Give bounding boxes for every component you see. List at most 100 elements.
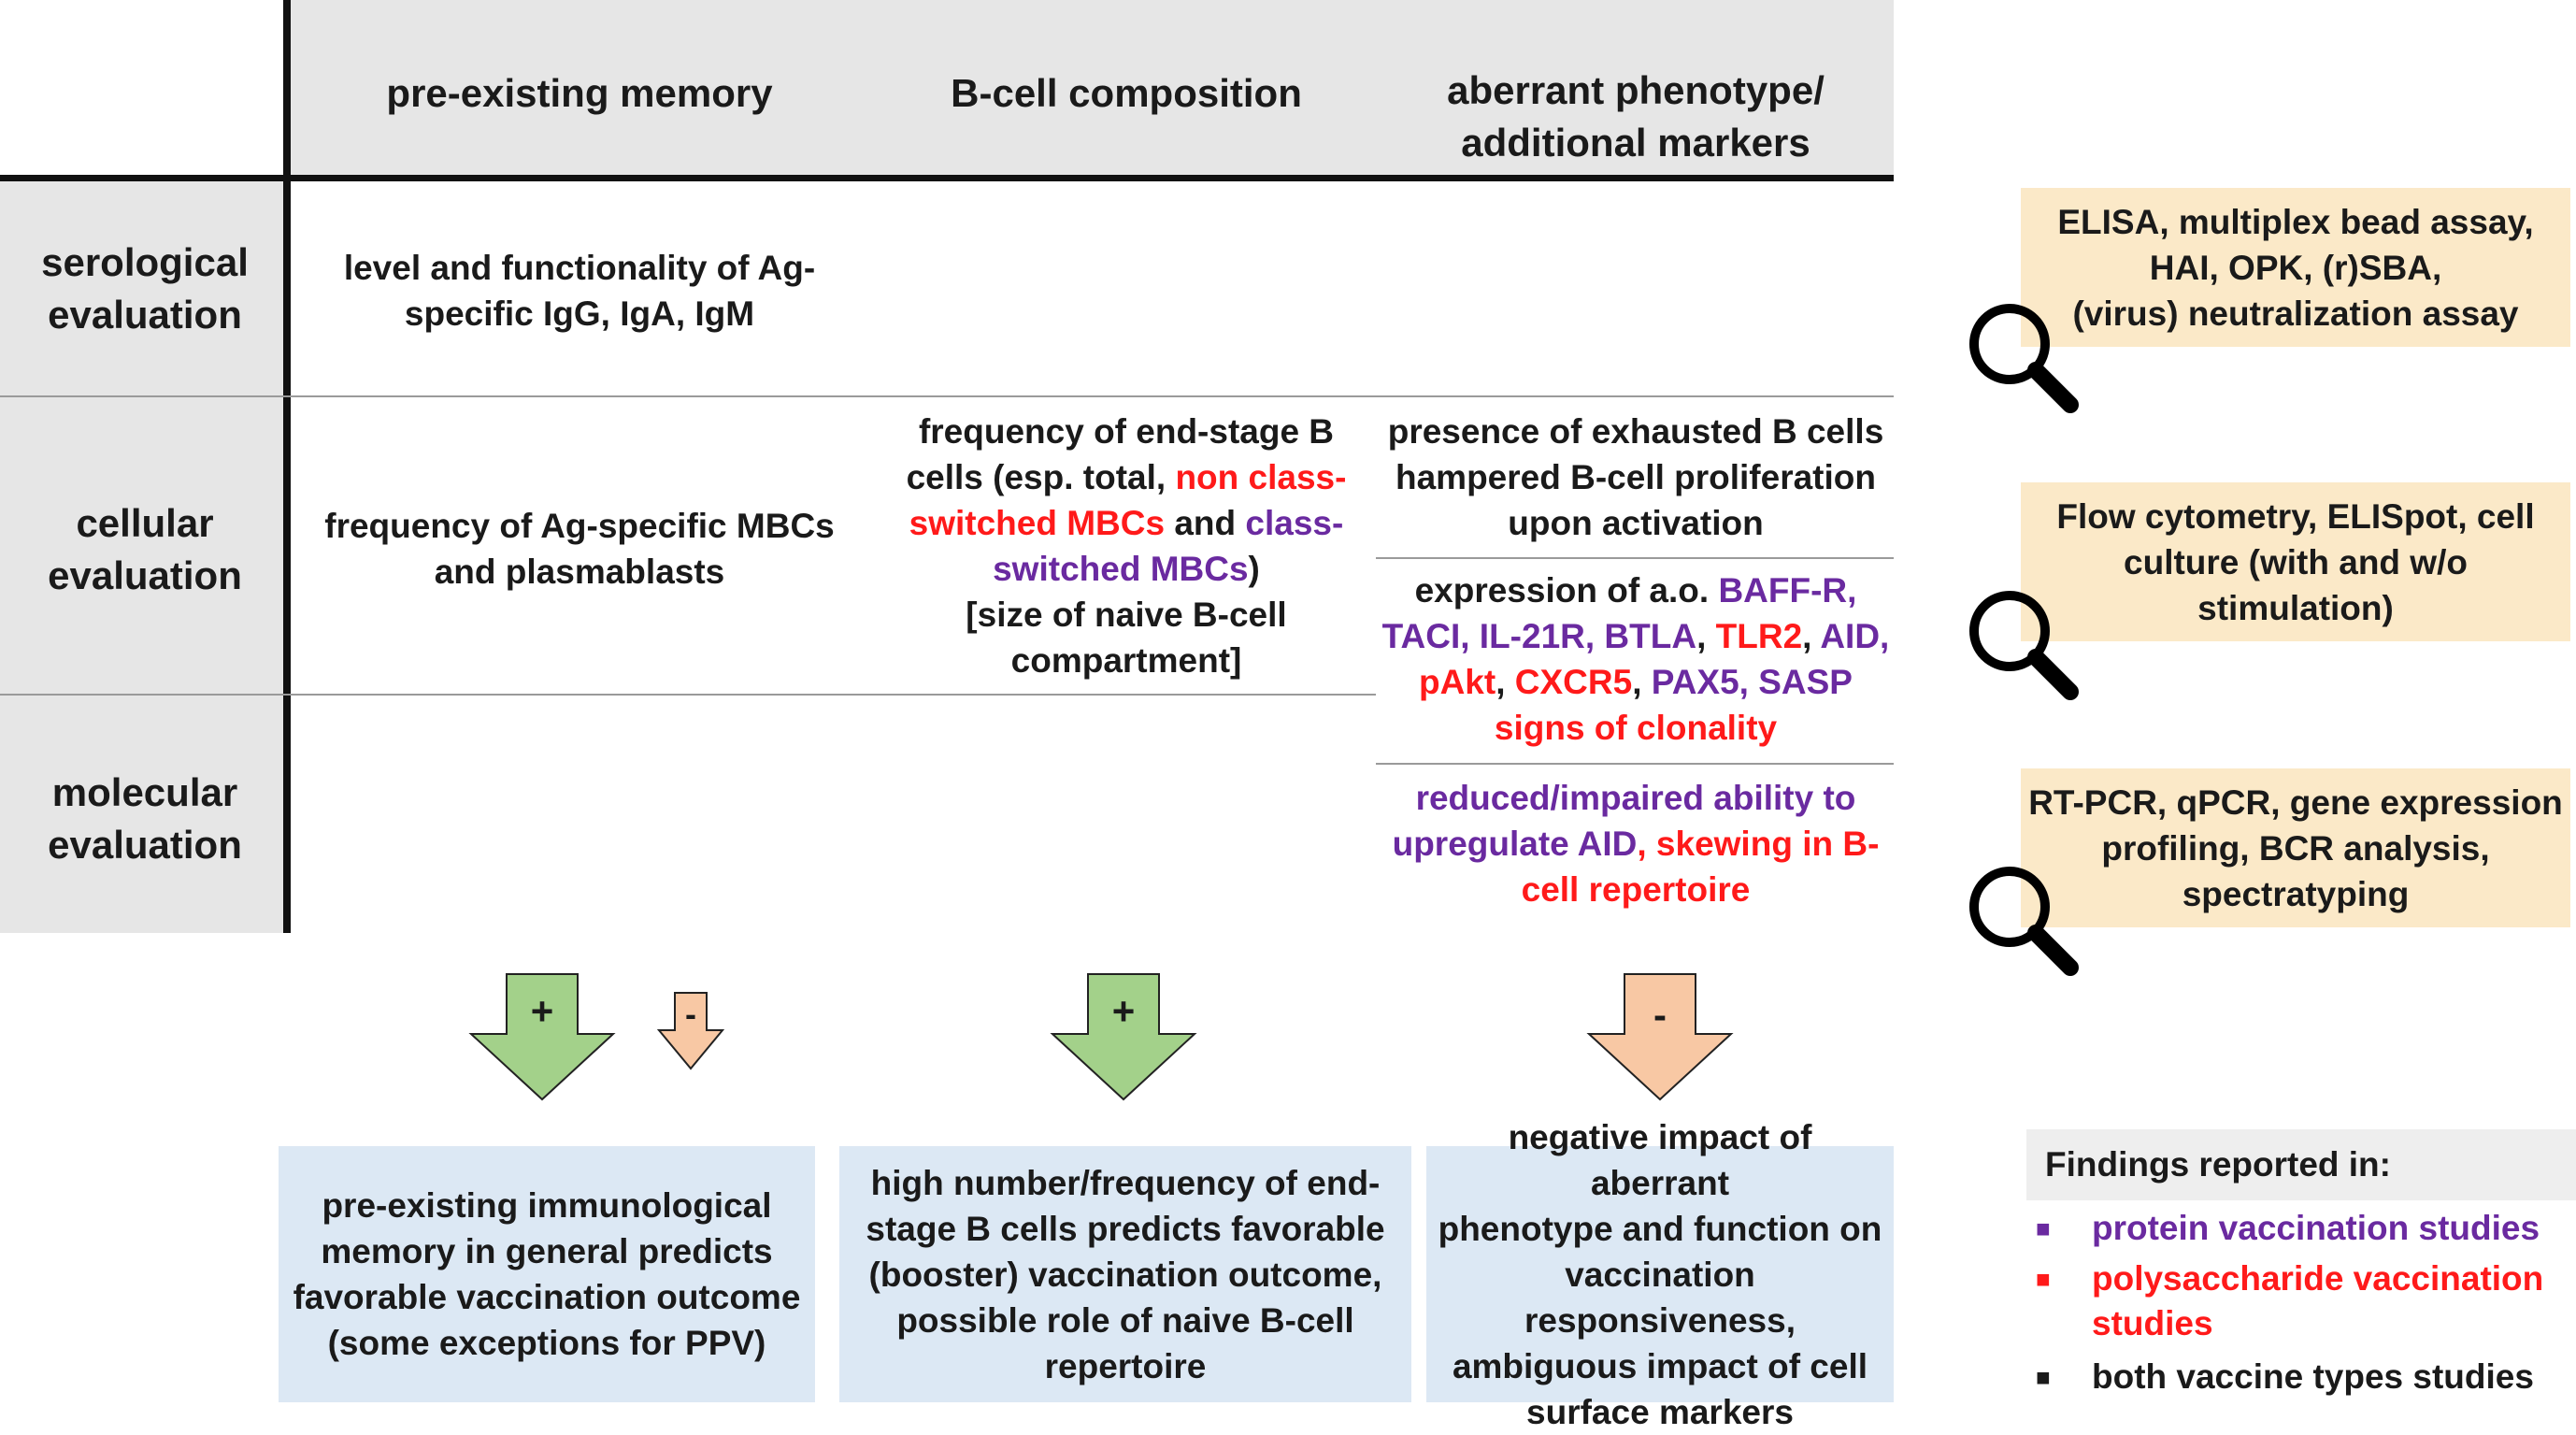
- outcome-line: repertoire: [1044, 1346, 1207, 1385]
- method-line: RT-PCR, qPCR, gene expression: [2028, 782, 2563, 822]
- method-box-serological: ELISA, multiplex bead assay, HAI, OPK, (…: [2021, 188, 2570, 347]
- outcome-line: ambiguous impact of cell: [1452, 1346, 1868, 1385]
- cell-line: TACI, IL-21R, BTLA, TLR2, AID,: [1381, 617, 1890, 655]
- method-box-cellular: Flow cytometry, ELISpot, cell culture (w…: [2021, 482, 2570, 641]
- outcome-line: stage B cells predicts favorable: [866, 1209, 1385, 1248]
- arrow-down-positive-composition: [1050, 973, 1197, 1101]
- cell-line: switched MBCs and class-: [909, 504, 1344, 542]
- legend-bullet: ■: [2036, 1363, 2051, 1391]
- table-horizontal-divider: [0, 175, 1894, 181]
- magnifier-icon: [1969, 304, 2079, 413]
- cell-line: reduced/impaired ability to: [1415, 779, 1856, 817]
- magnifier-icon: [1969, 591, 2079, 700]
- outcome-line: possible role of naive B-cell: [896, 1300, 1354, 1340]
- column-header-label: pre-existing memory: [386, 71, 773, 115]
- row-label-line1: serological: [41, 240, 249, 284]
- cell-aberrant-molecular: reduced/impaired ability to upregulate A…: [1379, 775, 1893, 912]
- arrow-sign: -: [1653, 993, 1667, 1037]
- legend-item-protein: ■ protein vaccination studies: [2036, 1206, 2576, 1251]
- row-label-serological: serological evaluation: [0, 237, 290, 341]
- arrow-down-negative-memory: [656, 992, 725, 1070]
- outcome-line: phenotype and function on: [1438, 1209, 1882, 1248]
- header-background: [290, 0, 1894, 180]
- cell-line: upregulate AID, skewing in B-: [1392, 825, 1880, 863]
- cell-line: cells (esp. total, non class-: [906, 458, 1347, 496]
- legend-title: Findings reported in:: [2045, 1145, 2391, 1184]
- column-header-b-cell-composition: B-cell composition: [888, 47, 1365, 140]
- column-header-label-line1: aberrant phenotype/: [1447, 68, 1825, 112]
- cell-cellular-composition: frequency of end-stage B cells (esp. tot…: [879, 409, 1374, 683]
- outcome-line: memory in general predicts: [321, 1232, 773, 1270]
- legend-item-both: ■ both vaccine types studies: [2036, 1355, 2576, 1399]
- cell-line: compartment]: [1010, 641, 1242, 680]
- method-line: Flow cytometry, ELISpot, cell: [2056, 496, 2535, 536]
- outcome-box-composition: high number/frequency of end- stage B ce…: [839, 1146, 1411, 1402]
- outcome-line: surface markers: [1526, 1392, 1794, 1431]
- cell-serological-memory: level and functionality of Ag- specific …: [299, 245, 860, 337]
- outcome-line: pre-existing immunological: [322, 1186, 772, 1225]
- cell-line: expression of a.o. BAFF-R,: [1414, 571, 1857, 610]
- method-line: (virus) neutralization assay: [2072, 294, 2519, 333]
- cell-line: presence of exhausted B cells: [1387, 412, 1884, 451]
- outcome-line: (some exceptions for PPV): [327, 1324, 766, 1362]
- cell-line: signs of clonality: [1494, 709, 1778, 747]
- column-header-label-line2: additional markers: [1461, 121, 1810, 165]
- arrow-sign: +: [1111, 989, 1136, 1033]
- cell-line: and plasmablasts: [434, 552, 725, 591]
- arrow-down-positive-memory: [468, 973, 616, 1101]
- column-header-aberrant-phenotype: aberrant phenotype/ additional markers: [1383, 65, 1888, 168]
- method-line: culture (with and w/o: [2124, 542, 2468, 581]
- row-label-line1: molecular: [51, 770, 238, 814]
- arrow-sign: +: [530, 989, 554, 1033]
- row-label-line2: evaluation: [48, 293, 242, 337]
- cell-line: frequency of end-stage B: [918, 412, 1335, 451]
- row-label-cellular: cellular evaluation: [0, 497, 290, 602]
- row-divider-1: [0, 395, 1894, 397]
- cell-line: hampered B-cell proliferation: [1395, 458, 1876, 496]
- aberrant-divider-1: [1376, 557, 1894, 559]
- magnifier-icon: [1969, 867, 2079, 976]
- cell-line: frequency of Ag-specific MBCs: [324, 507, 835, 545]
- cell-line: switched MBCs): [993, 550, 1260, 588]
- cell-aberrant-exhaustion: presence of exhausted B cells hampered B…: [1379, 409, 1893, 546]
- method-line: profiling, BCR analysis,: [2101, 828, 2490, 868]
- column-header-pre-existing-memory: pre-existing memory: [290, 47, 869, 140]
- outcome-line: vaccination responsiveness,: [1524, 1255, 1796, 1340]
- cell-line: level and functionality of Ag-: [343, 249, 816, 287]
- column-header-label: B-cell composition: [951, 71, 1302, 115]
- table-vertical-divider: [283, 0, 291, 933]
- legend-bullet: ■: [2036, 1214, 2051, 1242]
- arrow-sign: -: [685, 995, 696, 1033]
- row-label-line1: cellular: [76, 501, 214, 545]
- cell-aberrant-markers: expression of a.o. BAFF-R, TACI, IL-21R,…: [1379, 567, 1893, 751]
- row-divider-2: [0, 694, 1376, 696]
- method-box-molecular: RT-PCR, qPCR, gene expression profiling,…: [2021, 768, 2570, 927]
- legend-label: both vaccine types studies: [2092, 1357, 2534, 1396]
- outcome-line: (booster) vaccination outcome,: [868, 1255, 1382, 1294]
- cell-line: specific IgG, IgA, IgM: [404, 294, 755, 333]
- outcome-box-memory: pre-existing immunological memory in gen…: [279, 1146, 815, 1402]
- row-label-line2: evaluation: [48, 553, 242, 597]
- method-line: spectratyping: [2182, 874, 2410, 913]
- method-line: ELISA, multiplex bead assay,: [2057, 202, 2534, 241]
- legend-title-box: [2026, 1129, 2576, 1200]
- row-label-line2: evaluation: [48, 823, 242, 867]
- row-label-molecular: molecular evaluation: [0, 767, 290, 871]
- row-label-background: [0, 180, 290, 933]
- cell-cellular-memory: frequency of Ag-specific MBCs and plasma…: [299, 503, 860, 595]
- outcome-line: high number/frequency of end-: [870, 1163, 1381, 1202]
- cell-line: pAkt, CXCR5, PAX5, SASP: [1418, 663, 1853, 701]
- outcome-line: negative impact of aberrant: [1508, 1117, 1812, 1202]
- aberrant-divider-2: [1376, 763, 1894, 765]
- arrow-down-negative-aberrant: [1586, 973, 1734, 1101]
- cell-line: upon activation: [1508, 504, 1764, 542]
- outcome-line: favorable vaccination outcome: [293, 1278, 801, 1316]
- outcome-box-aberrant: negative impact of aberrant phenotype an…: [1426, 1118, 1894, 1431]
- cell-line: cell repertoire: [1521, 870, 1751, 909]
- legend-label: protein vaccination studies: [2092, 1209, 2540, 1247]
- cell-line: [size of naive B-cell: [966, 596, 1287, 634]
- method-line: stimulation): [2197, 588, 2394, 627]
- legend-bullet: ■: [2036, 1265, 2051, 1293]
